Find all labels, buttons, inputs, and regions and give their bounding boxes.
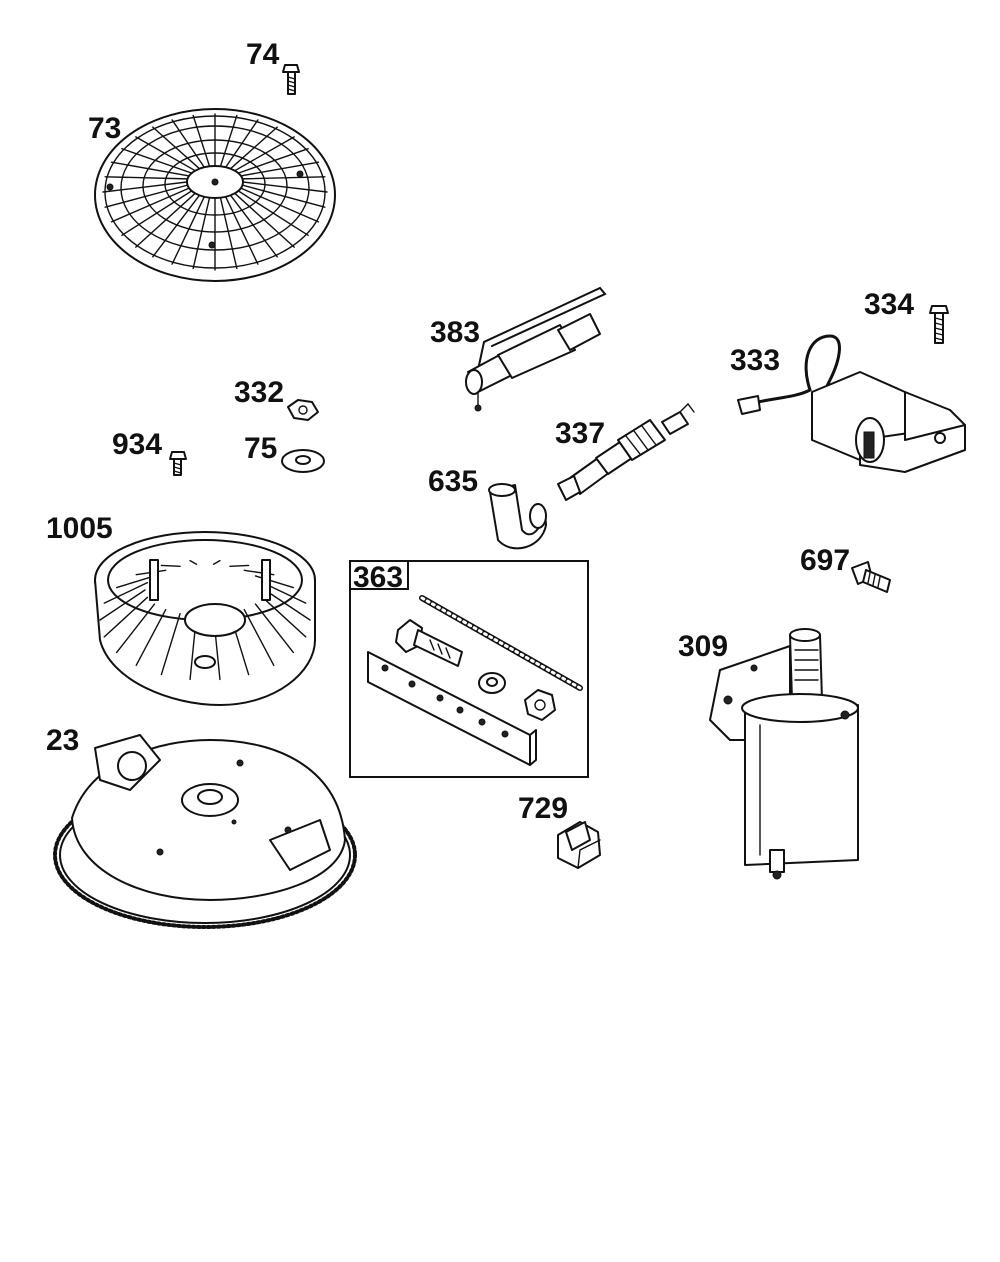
screen-rib — [135, 136, 196, 172]
label-934: 934 — [112, 428, 162, 461]
screen-rib — [225, 196, 259, 265]
fan-blade — [115, 575, 156, 589]
screen-rib — [234, 192, 295, 248]
label-23: 23 — [46, 724, 79, 757]
screen-rib — [225, 119, 259, 168]
screen-rib — [121, 147, 193, 174]
screen-rib — [240, 187, 320, 223]
ground-wire-383-icon — [465, 286, 607, 412]
screen-rib — [240, 161, 320, 177]
label-635: 635 — [428, 465, 478, 498]
screen-rib — [121, 190, 193, 237]
screen-rib — [234, 136, 295, 172]
fan-blade — [229, 564, 250, 568]
screen-rib — [219, 196, 238, 270]
fan-blade — [135, 608, 167, 667]
kit-frame — [349, 560, 589, 778]
label-332: 332 — [234, 376, 284, 409]
armature-333-icon — [737, 334, 966, 473]
rotating-screen-73-icon — [94, 108, 336, 282]
label-729: 729 — [518, 792, 568, 825]
fan-blade — [115, 603, 156, 654]
screw-934-icon — [169, 451, 187, 476]
spark-plug-boot-635-icon — [488, 483, 547, 550]
label-363: 363 — [353, 561, 403, 594]
label-334: 334 — [864, 288, 914, 321]
fan-blade — [103, 596, 149, 638]
screen-rib — [192, 114, 211, 168]
screen-rib — [152, 126, 201, 170]
starter-309-icon — [709, 628, 859, 880]
fan-blade — [243, 608, 275, 667]
label-333: 333 — [730, 344, 780, 377]
washer-75-icon — [281, 449, 325, 473]
screen-rib — [104, 184, 189, 208]
label-75: 75 — [244, 432, 277, 465]
screen-rib — [219, 114, 238, 168]
screw-697-icon — [851, 561, 891, 593]
screen-rib — [229, 194, 278, 258]
fan-blade — [212, 559, 221, 565]
label-73: 73 — [88, 112, 121, 145]
screen-rib — [229, 126, 278, 170]
screen-rib — [102, 181, 188, 193]
screen-rib — [237, 190, 309, 237]
fan-blade — [103, 581, 149, 604]
fan-blade — [189, 559, 198, 565]
fan-blade — [264, 589, 311, 621]
fan-blade — [254, 603, 295, 654]
nut-332-icon — [287, 399, 319, 421]
label-1005: 1005 — [46, 512, 113, 545]
screen-rib — [171, 119, 205, 168]
label-383: 383 — [430, 316, 480, 349]
hardware-kit-363-icon — [349, 560, 589, 778]
fan-blade — [261, 596, 307, 638]
screen-rib — [171, 196, 205, 265]
flywheel-23-icon — [53, 734, 357, 929]
fan-blade — [160, 564, 181, 568]
screw-74-icon — [282, 64, 300, 95]
label-309: 309 — [678, 630, 728, 663]
screen-rib — [241, 184, 326, 208]
screw-334-icon — [929, 305, 949, 344]
screen-rib — [152, 194, 201, 258]
clip-729-icon — [557, 821, 601, 869]
label-697: 697 — [800, 544, 850, 577]
label-337: 337 — [555, 417, 605, 450]
screen-rib — [241, 176, 326, 180]
screen-rib — [135, 192, 196, 248]
fan-blade — [160, 612, 181, 676]
screen-rib — [192, 196, 211, 270]
screen-rib — [110, 161, 190, 177]
fan-1005-icon — [94, 531, 316, 706]
screen-rib — [110, 187, 190, 223]
screen-rib — [242, 181, 328, 193]
spark-plug-337-icon — [557, 402, 695, 501]
label-74: 74 — [246, 38, 280, 71]
fan-blade — [99, 589, 146, 621]
screen-rib — [104, 176, 189, 180]
screen-rib — [237, 147, 309, 174]
